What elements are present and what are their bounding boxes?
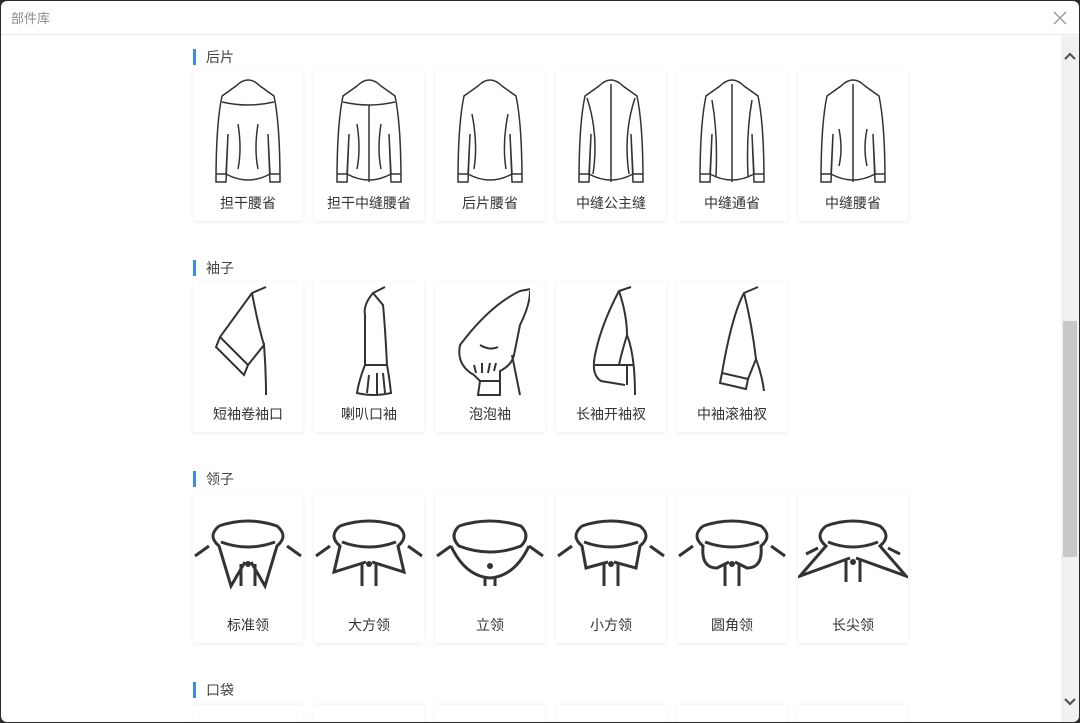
part-card[interactable]	[556, 705, 666, 722]
round-collar-icon	[678, 519, 786, 586]
part-label: 担干腰省	[220, 196, 276, 212]
section-pockets: 口袋	[193, 681, 919, 722]
part-label: 小方领	[590, 618, 632, 634]
mid-sleeve-bound-cuff-icon	[718, 286, 765, 392]
section-marker	[193, 682, 196, 698]
part-card[interactable]: 担干中缝腰省	[314, 70, 424, 221]
stand-collar-icon	[436, 519, 544, 586]
part-card[interactable]: 泡泡袖	[435, 281, 545, 432]
part-label: 中缝公主缝	[576, 196, 646, 212]
part-label: 中袖滚袖衩	[697, 407, 767, 423]
flared-sleeve-icon	[355, 286, 393, 396]
part-card[interactable]: 中袖滚袖衩	[677, 281, 787, 432]
part-card[interactable]	[677, 705, 787, 722]
part-card[interactable]: 立领	[435, 492, 545, 643]
section-title: 后片	[206, 50, 234, 66]
part-card[interactable]: 短袖卷袖口	[193, 281, 303, 432]
part-label: 大方领	[348, 618, 390, 634]
section-sleeves: 袖子 短袖卷袖口 喇叭口袖 泡泡袖 长袖开袖衩	[193, 259, 798, 432]
window-title: 部件库	[11, 12, 51, 27]
scroll-down-button[interactable]	[1061, 692, 1079, 712]
part-card[interactable]	[193, 705, 303, 722]
standard-collar-icon	[194, 519, 302, 590]
puff-sleeve-icon	[458, 288, 530, 396]
part-card[interactable]: 中缝通省	[677, 70, 787, 221]
section-marker	[193, 471, 196, 487]
title-bar: 部件库	[1, 1, 1079, 35]
section-marker	[193, 49, 196, 65]
back-shirt-yoke-center-seam-dart-icon	[336, 79, 402, 183]
scroll-up-button[interactable]	[1061, 46, 1079, 66]
part-label: 担干中缝腰省	[327, 196, 411, 212]
part-card[interactable]: 担干腰省	[193, 70, 303, 221]
part-label: 泡泡袖	[469, 407, 511, 423]
part-card[interactable]: 圆角领	[677, 492, 787, 643]
part-card[interactable]: 长尖领	[798, 492, 908, 643]
wide-square-collar-icon	[315, 519, 423, 586]
section-collars: 领子 标准领 大方领 立领 小方领	[193, 470, 919, 643]
section-title: 口袋	[206, 683, 234, 699]
part-label: 短袖卷袖口	[213, 407, 283, 423]
long-sleeve-placket-icon	[592, 286, 636, 396]
chevron-up-icon	[1064, 52, 1076, 60]
section-title: 领子	[206, 472, 234, 488]
section-marker	[193, 260, 196, 276]
part-card[interactable]: 大方领	[314, 492, 424, 643]
part-card[interactable]	[435, 705, 545, 722]
section-title: 袖子	[206, 261, 234, 277]
part-label: 长尖领	[832, 618, 874, 634]
part-label: 中缝腰省	[825, 196, 881, 212]
small-square-collar-icon	[557, 519, 665, 586]
part-card[interactable]: 长袖开袖衩	[556, 281, 666, 432]
part-card[interactable]	[314, 705, 424, 722]
part-label: 中缝通省	[704, 196, 760, 212]
back-shirt-center-through-dart-icon	[699, 79, 765, 183]
back-shirt-center-princess-seam-icon	[578, 79, 644, 183]
vertical-scrollbar[interactable]	[1061, 36, 1079, 722]
part-label: 立领	[476, 618, 504, 634]
close-button[interactable]	[1051, 9, 1069, 27]
back-shirt-yoke-dart-icon	[215, 79, 281, 183]
scrollbar-thumb[interactable]	[1063, 321, 1077, 557]
part-card[interactable]: 标准领	[193, 492, 303, 643]
back-shirt-waist-dart-icon	[457, 79, 523, 183]
part-card[interactable]: 中缝公主缝	[556, 70, 666, 221]
content-area: 后片 担干腰省 担干中缝腰省 后片腰省 中缝公主缝	[1, 36, 1061, 722]
part-card[interactable]: 后片腰省	[435, 70, 545, 221]
part-label: 喇叭口袖	[341, 407, 397, 423]
long-point-collar-icon	[798, 519, 908, 582]
part-label: 标准领	[227, 618, 269, 634]
part-label: 后片腰省	[462, 196, 518, 212]
back-shirt-center-waist-dart-icon	[820, 79, 886, 183]
part-label: 圆角领	[711, 618, 753, 634]
part-card[interactable]: 中缝腰省	[798, 70, 908, 221]
section-back-piece: 后片 担干腰省 担干中缝腰省 后片腰省 中缝公主缝	[193, 48, 919, 221]
close-icon	[1053, 11, 1067, 25]
chevron-down-icon	[1064, 698, 1076, 706]
part-card[interactable]: 喇叭口袖	[314, 281, 424, 432]
part-label: 长袖开袖衩	[576, 407, 646, 423]
part-card[interactable]	[798, 705, 908, 722]
short-sleeve-rolled-cuff-icon	[214, 286, 267, 396]
part-card[interactable]: 小方领	[556, 492, 666, 643]
